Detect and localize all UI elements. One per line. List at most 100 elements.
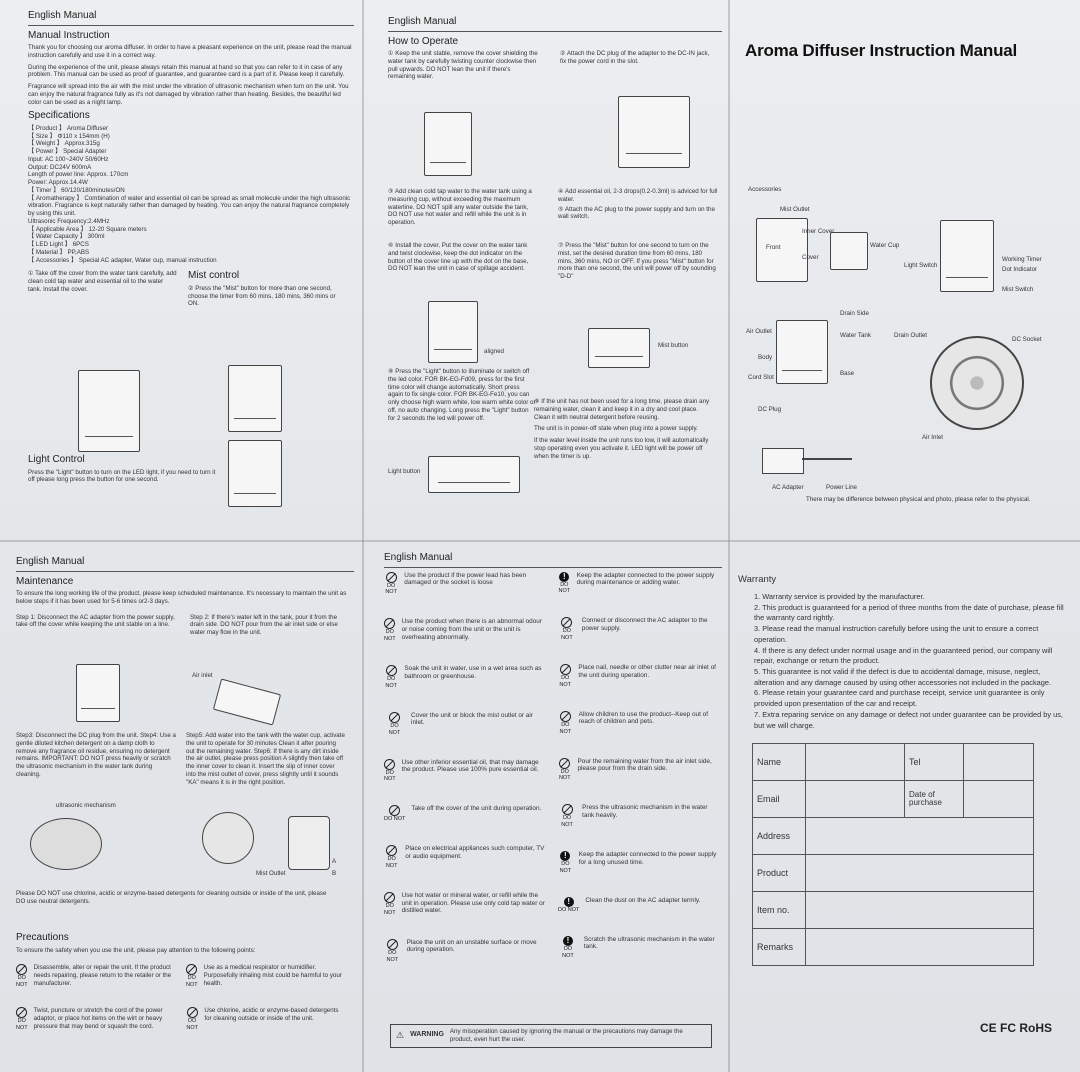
do-not-label: DO NOT [384, 902, 396, 916]
caution-icon: ! [560, 851, 571, 861]
step-text: Step3: Disconnect the DC plug from the u… [16, 732, 176, 778]
step-text: ① Keep the unit stable, remove the cover… [388, 50, 538, 81]
diagram-label: Mist Switch [1002, 286, 1034, 293]
spec-item: 【 LED Light 】 6PCS [28, 241, 89, 248]
rule-text: Press the ultrasonic mechanism in the wa… [582, 804, 708, 819]
diagram-label: B [332, 870, 337, 877]
warranty-item: 2. This product is guaranteed for a peri… [754, 602, 1064, 623]
panel-diagram: Aroma Diffuser Instruction Manual Access… [740, 40, 1070, 520]
spec-item: 【 Accessories 】 Special AC adapter, Wate… [28, 256, 217, 264]
prohibited-icon [16, 1007, 28, 1018]
prohibited-icon [386, 938, 398, 950]
ultrasonic-illustration [30, 818, 102, 870]
rule-text: Allow children to use the product--Keep … [578, 710, 708, 726]
do-not-label: DO NOT [386, 949, 399, 963]
diffuser-illustration [428, 456, 520, 493]
detergent-warning: Please DO NOT use chlorine, acidic or en… [16, 890, 327, 905]
do-not-label: DO NOT [384, 816, 406, 823]
panel-header: English Manual [28, 10, 354, 26]
spec-item: Power: Approx.14.4W [28, 179, 88, 186]
safety-rule: DO NOT Press the ultrasonic mechanism in … [558, 804, 720, 829]
rule-text: Use the product if the power lead has be… [404, 571, 527, 587]
precaution-text: Use chlorine, acidic or enzyme-based det… [204, 1007, 339, 1022]
warranty-item: 3. Please read the manual instruction ca… [754, 624, 1039, 644]
item-number-field[interactable] [805, 891, 1034, 930]
diagram-label: Inner Cover [802, 228, 835, 235]
diagram-label: Base [840, 370, 855, 377]
spec-item: 【 Applicable Area 】 12-20 Square meters [28, 225, 147, 233]
step-text: ⑥ Install the cover, Put the cover on th… [388, 242, 529, 273]
do-not-label: DO NOT [559, 861, 572, 874]
step-text: ⑧ Press the "Light" button to illuminate… [388, 368, 536, 422]
diagram-label: Mist Outlet [780, 206, 810, 213]
intro-text: Fragrance will spread into the air with … [28, 83, 349, 106]
prohibited-icon [16, 964, 28, 976]
precaution-text: Disassemble, alter or repair the unit. I… [33, 964, 172, 987]
do-not-label: DO NOT [562, 945, 574, 959]
warranty-card: Name Tel Email Date of purchase Address … [752, 743, 1034, 967]
rule-text: Use other inferior essential oil, that m… [401, 758, 539, 774]
section-title: Manual Instruction [28, 29, 110, 41]
diagram-label: ultrasonic mechanism [56, 802, 116, 809]
rule-text: Use hot water or mineral water, or refil… [401, 891, 545, 915]
name-field[interactable] [805, 743, 905, 782]
product-field[interactable] [805, 854, 1034, 893]
do-not-label: DO NOT [385, 582, 397, 596]
caution-icon: ! [562, 935, 573, 946]
step-text: If the water level inside the unit runs … [534, 437, 709, 460]
caution-icon: ! [559, 571, 570, 582]
spec-item: 【 Material 】 PP,ABS [28, 248, 90, 256]
rule-text: Use the product when there is an abnorma… [401, 618, 542, 641]
panel-warranty: Warranty 1. Warranty service is provided… [738, 574, 1072, 1068]
safety-rule: DO NOT Use the product if the power lead … [384, 571, 546, 597]
section-title: Mist control [188, 270, 240, 282]
maintenance-intro: To ensure the long working life of the p… [16, 590, 347, 605]
email-field[interactable] [805, 780, 905, 819]
diagram-note: There may be difference between physical… [806, 496, 1031, 503]
rule-text: Scratch the ultrasonic mechanism in the … [583, 935, 715, 951]
form-label: Date of purchase [904, 780, 964, 819]
diffuser-illustration [228, 440, 282, 507]
diagram-label: DC Plug [758, 406, 782, 413]
fold-line [362, 0, 364, 1072]
step-text: Step 2: If there's water left in the tan… [190, 613, 338, 637]
spec-item: 【 Product 】 Aroma Diffuser [28, 124, 109, 132]
diagram-label: Body [758, 354, 773, 361]
do-not-label: DO NOT [558, 906, 580, 913]
spec-item: Ultrasonic Frequency:2.4MHz [28, 217, 110, 225]
step-text: ④ Add essential oil, 2-3 drops(0.2-0.3ml… [558, 188, 718, 203]
rule-text: Cover the unit or block the mist outlet … [411, 711, 533, 727]
step-text: Step5: Add water into the tank with the … [186, 732, 345, 786]
panel-header: English Manual [384, 552, 722, 568]
purchase-date-field[interactable] [963, 780, 1034, 819]
warranty-item: 1. Warranty service is provided by the m… [754, 591, 925, 601]
do-not-label: DO NOT [16, 975, 28, 989]
step-text: ⑨ If the unit has not been used for a lo… [534, 398, 710, 421]
diffuser-illustration [428, 301, 478, 363]
body-illustration [776, 320, 828, 384]
do-not-label: DO NOT [561, 815, 573, 829]
prohibited-icon [389, 711, 401, 723]
address-field[interactable] [805, 817, 1034, 856]
tel-field[interactable] [963, 743, 1034, 782]
light-button-label: Light button [388, 468, 421, 475]
prohibited-icon [561, 804, 573, 816]
section-title: Precautions [16, 932, 69, 943]
remarks-field[interactable] [805, 928, 1034, 967]
rule-text: Clean the dust on the AC adapter termly. [585, 896, 701, 904]
rule-text: Place nail, needle or other clutter near… [578, 664, 716, 679]
inner-cover-illustration [202, 812, 254, 864]
step-text: Step 1: Disconnect the AC adapter from t… [16, 613, 175, 629]
warning-label: WARNING [410, 1031, 444, 1039]
do-not-label: DO NOT [385, 856, 398, 869]
form-label: Email [752, 780, 806, 819]
spec-item: 【 Size 】 Φ110 x 154mm (H) [28, 132, 110, 140]
do-not-label: DO NOT [186, 975, 198, 989]
